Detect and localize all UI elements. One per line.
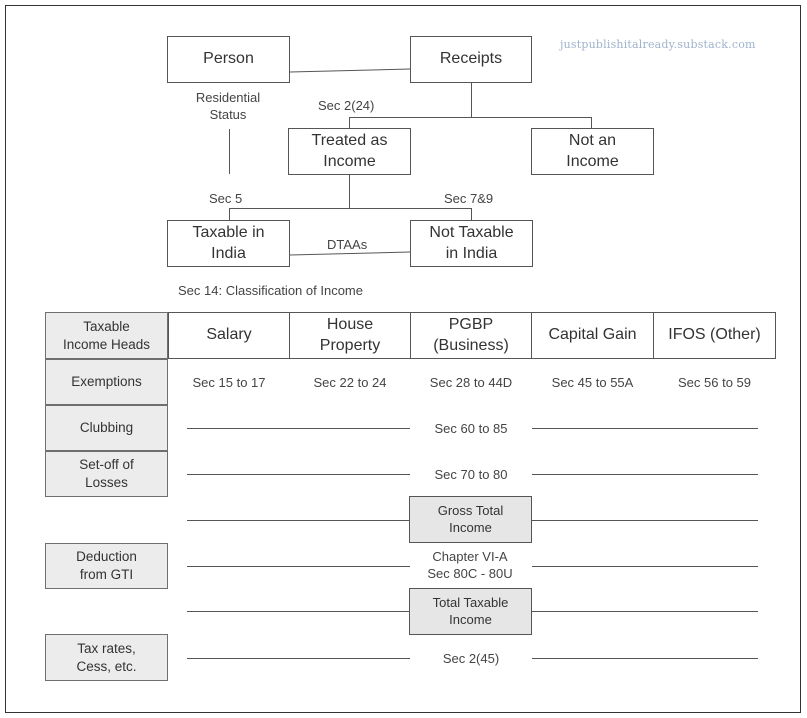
taxable-income-heads-label: Taxable Income Heads <box>62 318 151 352</box>
not-income-branch-drop <box>591 117 592 128</box>
exemptions-cell: Exemptions <box>45 359 168 405</box>
taxrates-line-right <box>532 658 758 659</box>
taxrates-section: Sec 2(45) <box>442 651 500 666</box>
taxrates-line-left <box>187 658 410 659</box>
clubbing-cell: Clubbing <box>45 405 168 451</box>
taxable-in-india-label: Taxable in India <box>192 223 265 262</box>
clubbing-line-right <box>532 428 758 429</box>
head-label: House Property <box>319 315 381 354</box>
exemption-pgbp: Sec 28 to 44D <box>429 375 513 390</box>
sec-14-label: Sec 14: Classification of Income <box>178 283 363 298</box>
tti-line-left <box>187 611 410 612</box>
exemption-salary: Sec 15 to 17 <box>192 375 266 390</box>
setoff-line-left <box>187 474 410 475</box>
treated-down-line <box>349 175 350 208</box>
watermark: justpublishitalready.substack.com <box>560 38 756 51</box>
gross-total-income-box: Gross Total Income <box>409 496 532 543</box>
clubbing-section: Sec 60 to 85 <box>434 421 508 436</box>
not-an-income-label: Not an Income <box>566 131 619 170</box>
treated-as-income-box: Treated as Income <box>288 128 411 175</box>
clubbing-line-left <box>187 428 410 429</box>
not-an-income-box: Not an Income <box>531 128 654 175</box>
receipts-down-line <box>471 83 472 117</box>
treated-branch-drop <box>349 117 350 128</box>
total-taxable-income-label: Total Taxable Income <box>432 594 509 627</box>
not-taxable-in-india-label: Not Taxable in India <box>429 223 514 262</box>
dtaas-label: DTAAs <box>327 237 368 252</box>
total-taxable-income-box: Total Taxable Income <box>409 588 532 635</box>
gti-line-right <box>532 520 758 521</box>
sec-2-24-label: Sec 2(24) <box>318 98 375 113</box>
taxable-in-india-box: Taxable in India <box>167 220 290 267</box>
tax-rates-cell: Tax rates, Cess, etc. <box>45 634 168 681</box>
exemption-house-property: Sec 22 to 24 <box>313 375 387 390</box>
head-label: Capital Gain <box>548 326 637 344</box>
sec-5-label: Sec 5 <box>209 191 243 206</box>
head-label: Salary <box>206 326 252 344</box>
exemptions-label: Exemptions <box>71 374 142 390</box>
person-box: Person <box>167 36 290 83</box>
taxability-branch-line <box>229 208 472 209</box>
setoff-label: Set-off of Losses <box>79 457 134 490</box>
head-house-property: House Property <box>289 312 411 359</box>
setoff-line-right <box>532 474 758 475</box>
tax-rates-label: Tax rates, Cess, etc. <box>76 640 137 674</box>
gross-total-income-label: Gross Total Income <box>437 502 504 535</box>
deduction-line-left <box>187 566 410 567</box>
head-salary: Salary <box>168 312 290 359</box>
head-label: PGBP (Business) <box>433 315 509 354</box>
head-ifos: IFOS (Other) <box>653 312 776 359</box>
head-pgbp: PGBP (Business) <box>410 312 532 359</box>
tti-line-right <box>532 611 758 612</box>
sec-7-9-label: Sec 7&9 <box>444 191 494 206</box>
clubbing-label: Clubbing <box>79 420 134 436</box>
gti-line-left <box>187 520 410 521</box>
head-label: IFOS (Other) <box>668 326 761 344</box>
deduction-cell: Deduction from GTI <box>45 543 168 589</box>
receipts-branch-line <box>349 117 592 118</box>
not-taxable-in-india-box: Not Taxable in India <box>410 220 533 267</box>
person-label: Person <box>203 50 254 68</box>
receipts-label: Receipts <box>439 50 503 68</box>
setoff-section: Sec 70 to 80 <box>434 467 508 482</box>
deduction-label: Deduction from GTI <box>76 549 137 582</box>
deduction-line-right <box>532 566 758 567</box>
not-taxable-branch-drop <box>471 208 472 220</box>
exemption-capital-gain: Sec 45 to 55A <box>551 375 634 390</box>
taxable-income-heads-cell: Taxable Income Heads <box>45 312 168 359</box>
residential-status-line <box>229 129 230 174</box>
taxable-branch-drop <box>229 208 230 220</box>
receipts-box: Receipts <box>410 36 532 83</box>
exemption-ifos: Sec 56 to 59 <box>678 375 751 390</box>
deduction-section: Chapter VI-A Sec 80C - 80U <box>427 549 513 581</box>
head-capital-gain: Capital Gain <box>531 312 654 359</box>
residential-status-label: Residential Status <box>195 90 261 122</box>
treated-as-income-label: Treated as Income <box>311 131 388 170</box>
setoff-cell: Set-off of Losses <box>45 451 168 497</box>
diagram-frame <box>5 5 801 713</box>
